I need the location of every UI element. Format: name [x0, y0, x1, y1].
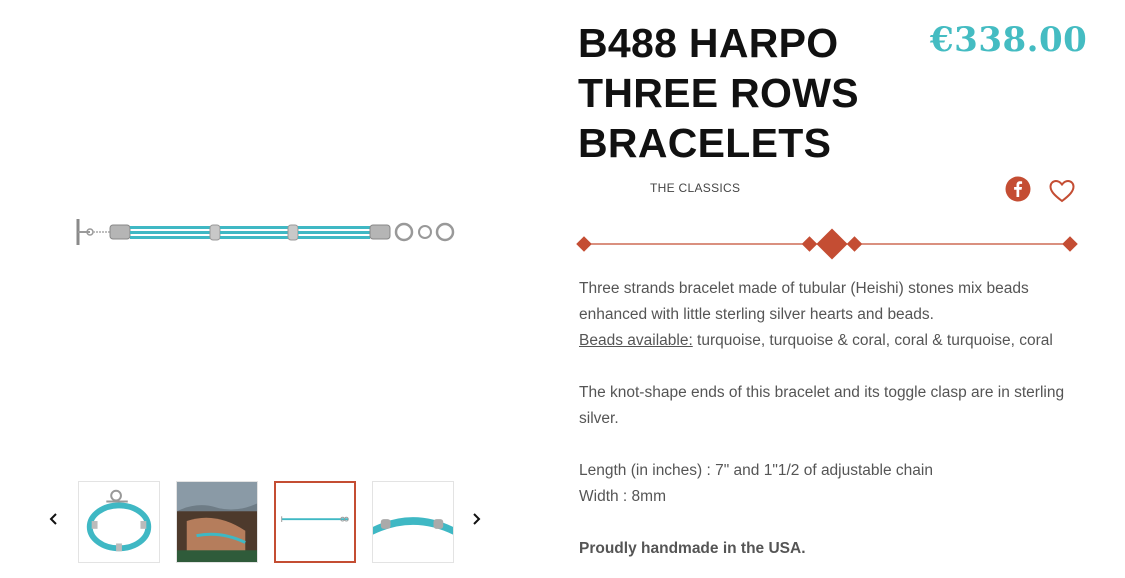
length-spec: Length (in inches) : 7" and 1"1/2 of adj…: [579, 462, 933, 479]
bracelet-on-wrist-thumbnail: [177, 482, 257, 562]
beads-available-label: Beads available:: [579, 332, 693, 349]
bracelet-closeup-thumbnail: [373, 482, 453, 562]
gallery-next-button[interactable]: [464, 507, 488, 531]
thumbnail-3[interactable]: [274, 481, 356, 563]
handmade-note: Proudly handmade in the USA.: [579, 540, 806, 557]
bracelet-image: [76, 219, 455, 245]
thumbnail-2[interactable]: [176, 481, 258, 563]
bracelet-round-thumbnail: [79, 482, 159, 562]
main-product-image[interactable]: [70, 205, 465, 260]
thumbnail-1[interactable]: [78, 481, 160, 563]
description-line: silver.: [579, 410, 619, 427]
width-spec: Width : 8mm: [579, 488, 666, 505]
beads-available-line: Beads available: turquoise, turquoise & …: [579, 328, 1079, 354]
description-line: The knot-shape ends of this bracelet and…: [579, 384, 1065, 401]
product-description: Three strands bracelet made of tubular (…: [579, 276, 1079, 562]
chevron-left-icon: [49, 513, 57, 525]
description-line: enhanced with little sterling silver hea…: [579, 306, 934, 323]
decorative-divider: [576, 228, 1078, 260]
collection-link[interactable]: THE CLASSICS: [650, 181, 741, 195]
product-title: B488 HARPO THREE ROWS BRACELETS: [578, 18, 908, 168]
wishlist-button[interactable]: [1048, 178, 1076, 204]
product-title-line-3: BRACELETS: [578, 120, 832, 166]
facebook-icon: [1005, 176, 1031, 202]
product-title-line-1: B488 HARPO: [578, 20, 839, 66]
beads-available-value: turquoise, turquoise & coral, coral & tu…: [692, 332, 1053, 349]
chevron-right-icon: [473, 513, 481, 525]
thumbnail-4[interactable]: [372, 481, 454, 563]
product-title-line-2: THREE ROWS: [578, 70, 859, 116]
bracelet-flat-thumbnail: [276, 483, 354, 561]
product-price: €338.00: [930, 20, 1088, 60]
facebook-share-button[interactable]: [1005, 176, 1031, 202]
description-line: Three strands bracelet made of tubular (…: [579, 280, 1029, 297]
gallery-prev-button[interactable]: [42, 507, 66, 531]
heart-icon: [1049, 179, 1075, 203]
